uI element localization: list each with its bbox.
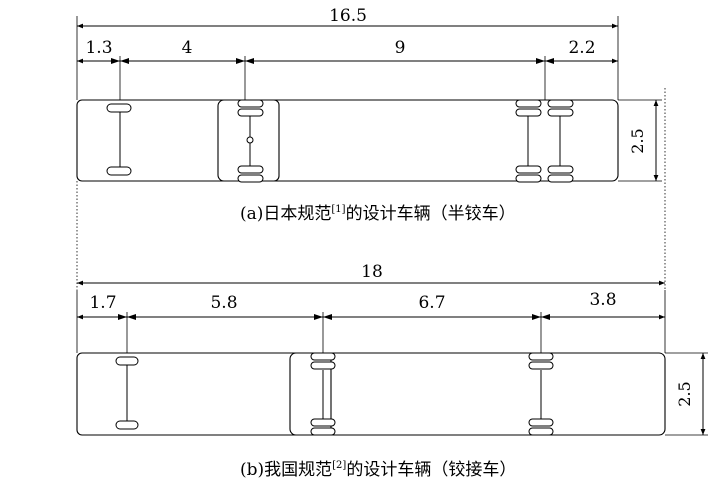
b-axle-1	[115, 356, 139, 430]
a-caption: (a)日本规范[1]的设计车辆（半铰车）	[240, 204, 516, 224]
a-seg-1: 1.3	[85, 38, 112, 58]
b-seg-3: 6.7	[418, 293, 445, 313]
a-seg-3: 9	[395, 38, 406, 58]
b-caption: (b)我国规范[2]的设计车辆（铰接车）	[240, 460, 516, 480]
b-seg-1: 1.7	[89, 293, 116, 313]
b-seg-4: 3.8	[589, 290, 616, 310]
b-front-body	[76, 352, 332, 436]
a-seg-4: 2.2	[568, 38, 595, 58]
a-seg-2: 4	[182, 38, 193, 58]
diagram-b: 18 1.7 5.8 6.7 3.8	[76, 262, 708, 480]
a-axle-2	[237, 99, 264, 183]
diagram-a: 16.5 1.3 4 9 2.2	[76, 6, 662, 224]
a-width: 2.5	[628, 128, 647, 153]
b-axle-3	[528, 352, 554, 436]
a-total-length: 16.5	[329, 6, 367, 26]
b-axle-2	[310, 352, 336, 436]
a-tractor-body	[76, 99, 280, 182]
a-axle-4	[547, 99, 574, 183]
b-width: 2.5	[675, 381, 694, 406]
b-rear-body	[289, 352, 666, 436]
b-total-length: 18	[361, 262, 383, 282]
a-trailer-body	[217, 99, 619, 182]
a-axle-3	[515, 99, 542, 183]
b-seg-2: 5.8	[210, 293, 237, 313]
a-axle-1	[106, 103, 132, 176]
